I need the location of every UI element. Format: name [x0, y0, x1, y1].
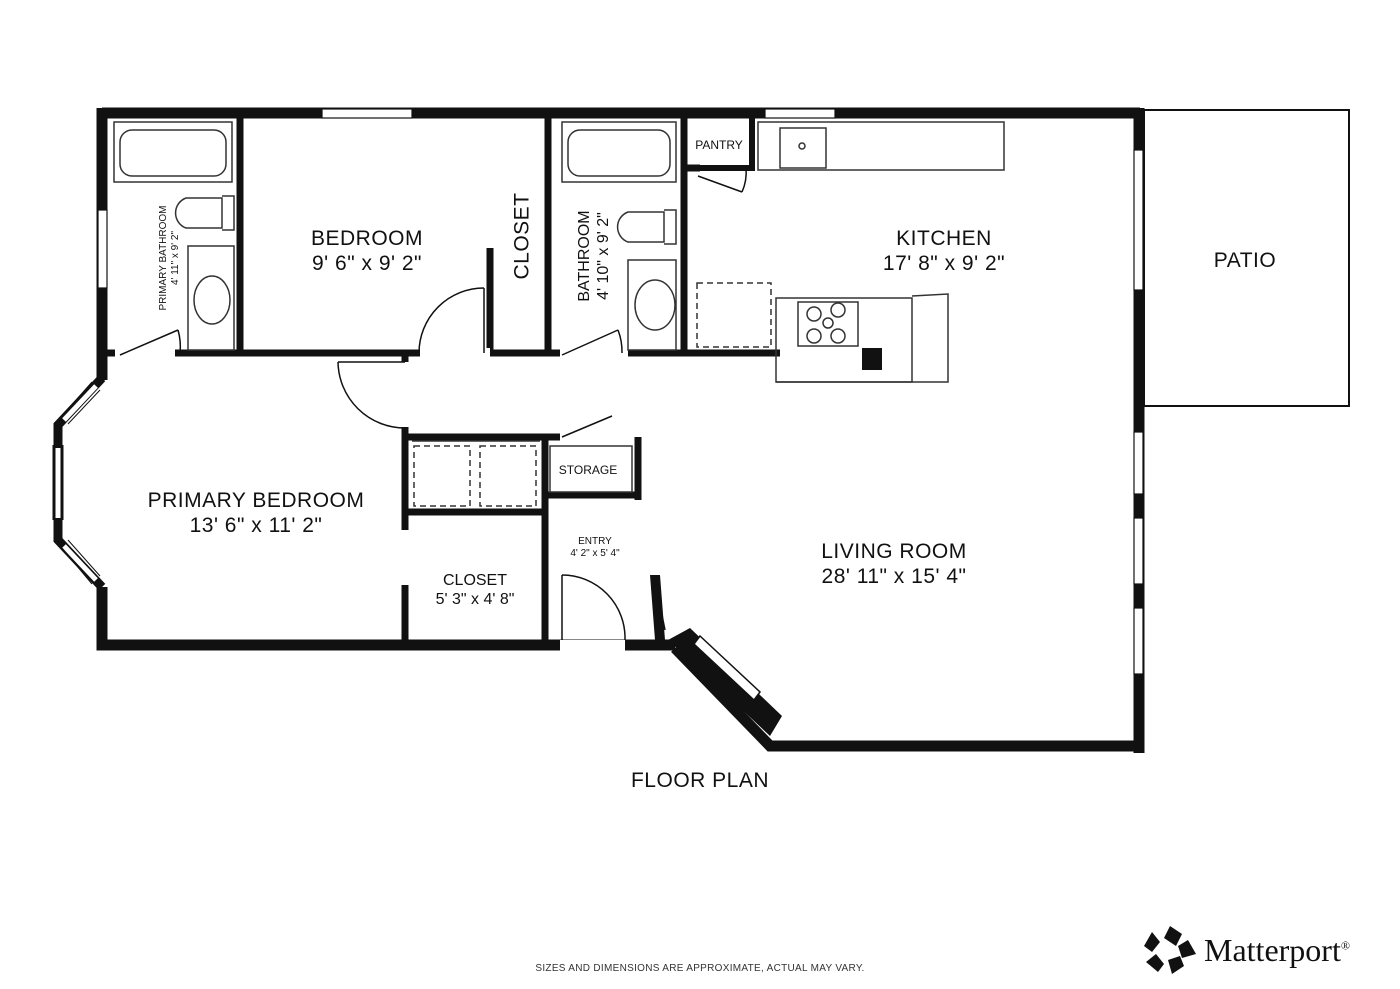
doors	[119, 167, 747, 641]
interior-walls	[102, 118, 780, 645]
disclaimer-note: SIZES AND DIMENSIONS ARE APPROXIMATE, AC…	[535, 963, 865, 974]
primary-bathroom-name: PRIMARY BATHROOM	[158, 205, 169, 311]
primary-bedroom-dims: 13' 6" x 11' 2"	[189, 514, 323, 538]
label-storage: STORAGE	[559, 463, 617, 477]
living-room-name: LIVING ROOM	[821, 540, 967, 563]
primary-bedroom-name: PRIMARY BEDROOM	[147, 489, 365, 512]
label-closet-lower: CLOSET 5' 3" x 4' 8"	[436, 571, 515, 609]
entry-name: ENTRY	[578, 536, 612, 547]
patio-outline	[1143, 109, 1350, 407]
label-closet-upper: CLOSET	[509, 192, 534, 279]
label-living-room: LIVING ROOM 28' 11" x 15' 4"	[821, 539, 967, 589]
kitchen-dims: 17' 8" x 9' 2"	[882, 252, 1006, 276]
fireplace	[650, 575, 782, 736]
bedroom-name: BEDROOM	[310, 227, 424, 250]
patio-name: PATIO	[1213, 249, 1277, 272]
closet-upper-name: CLOSET	[510, 192, 534, 280]
closet-lower-dims: 5' 3" x 4' 8"	[435, 591, 515, 609]
label-pantry: PANTRY	[695, 138, 743, 152]
pantry-name: PANTRY	[695, 138, 743, 152]
label-entry: ENTRY 4' 2" x 5' 4"	[570, 536, 619, 560]
label-kitchen: KITCHEN 17' 8" x 9' 2"	[883, 226, 1005, 276]
bathroom-dims: 4' 10" x 9' 2"	[595, 212, 612, 300]
entry-dims: 4' 2" x 5' 4"	[570, 548, 620, 559]
label-bathroom: BATHROOM 4' 10" x 9' 2"	[575, 210, 613, 301]
label-primary-bedroom: PRIMARY BEDROOM 13' 6" x 11' 2"	[148, 488, 365, 538]
closet-lower-name: CLOSET	[442, 572, 507, 589]
matterport-logo-icon	[1144, 926, 1196, 974]
kitchen-name: KITCHEN	[896, 227, 992, 250]
plan-title: FLOOR PLAN	[630, 769, 770, 792]
storage-name: STORAGE	[558, 463, 618, 477]
bedroom-dims: 9' 6" x 9' 2"	[312, 252, 422, 276]
bay-window-glass	[55, 384, 98, 582]
bay-window	[53, 374, 106, 591]
brand-wordmark: Matterport®	[1204, 932, 1350, 969]
brand-name: Matterport	[1204, 932, 1341, 968]
appliances-dashed	[413, 282, 772, 507]
primary-bathroom-dims: 4' 11" x 9' 2"	[170, 230, 181, 286]
windows	[97, 108, 1144, 675]
label-bedroom: BEDROOM 9' 6" x 9' 2"	[311, 226, 423, 276]
living-room-dims: 28' 11" x 15' 4"	[821, 565, 967, 589]
brand-logo: Matterport®	[1142, 924, 1392, 976]
outer-walls	[96, 107, 1145, 753]
label-primary-bathroom: PRIMARY BATHROOM 4' 11" x 9' 2"	[158, 205, 182, 310]
label-patio: PATIO	[1214, 248, 1276, 273]
brand-registered: ®	[1340, 938, 1350, 953]
fixtures	[113, 121, 1005, 383]
column	[862, 348, 882, 370]
bathroom-name: BATHROOM	[575, 210, 593, 302]
